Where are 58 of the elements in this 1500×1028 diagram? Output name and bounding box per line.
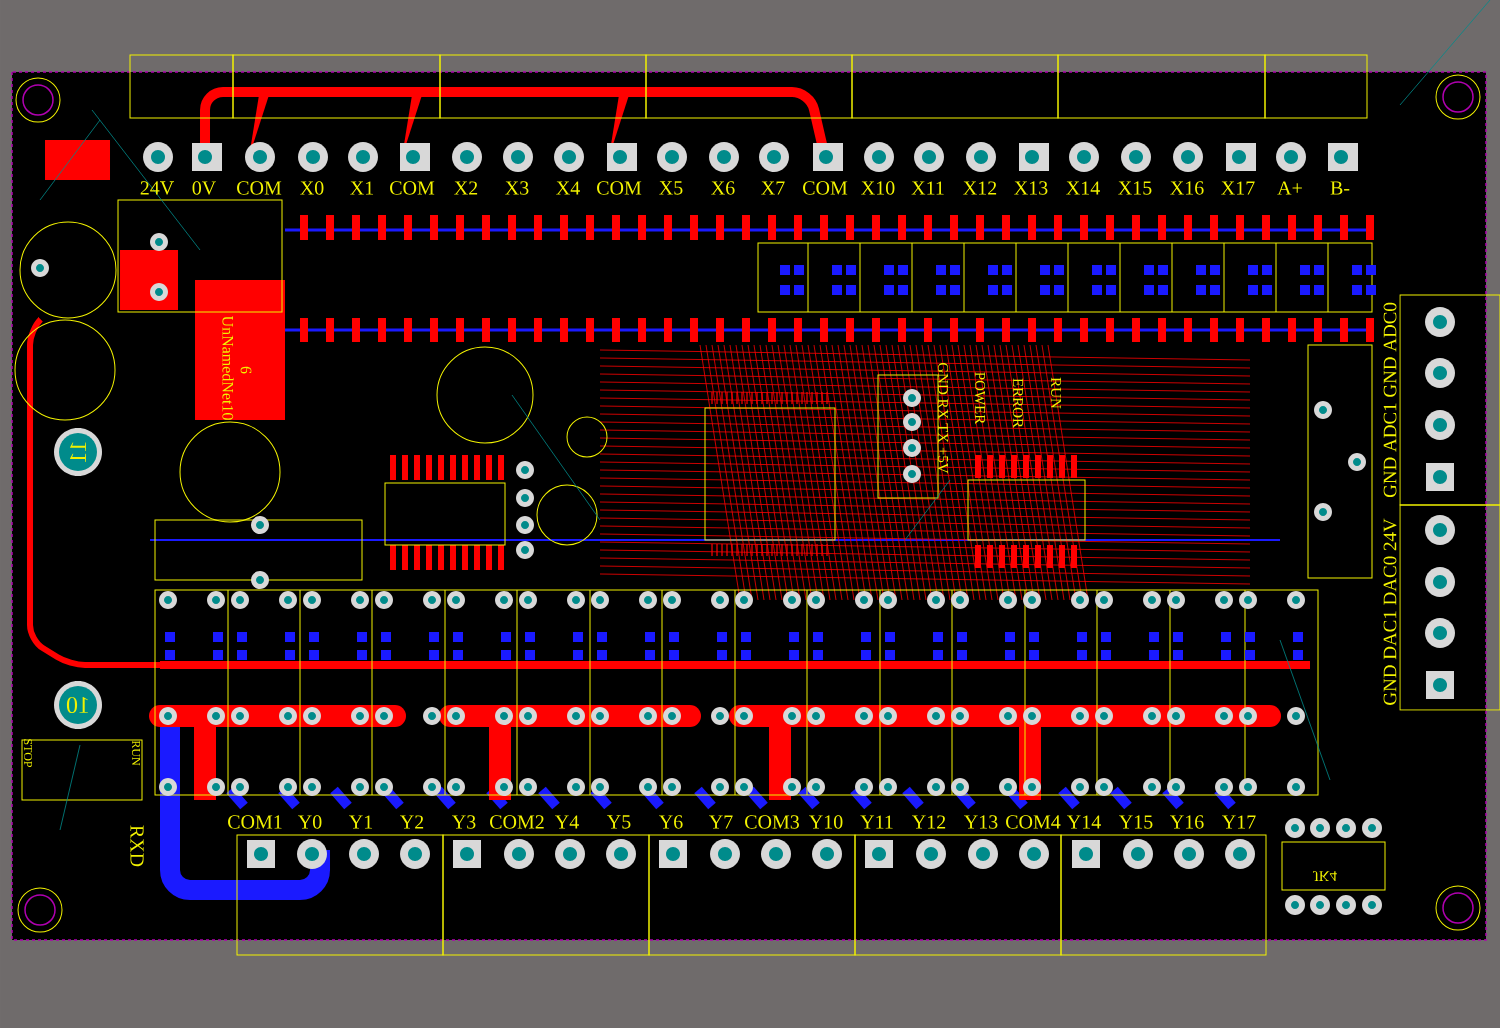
silkscreen-label: COM xyxy=(803,181,848,195)
silkscreen-label: UnNamedNet10 xyxy=(222,315,234,420)
silkscreen-label: A+ xyxy=(1277,181,1302,195)
silkscreen-label: X16 xyxy=(1170,181,1204,195)
silkscreen-label: COM xyxy=(390,181,435,195)
silkscreen-label: COM xyxy=(597,181,642,195)
silkscreen-label: X14 xyxy=(1066,181,1100,195)
silkscreen-label: GND RX TX +5V xyxy=(937,362,949,474)
silkscreen-label: Y12 xyxy=(912,815,946,829)
silkscreen-label: Y17 xyxy=(1222,815,1256,829)
silkscreen-label: POWER xyxy=(974,372,986,425)
silkscreen-label: X12 xyxy=(963,181,997,195)
silkscreen-label: Y1 xyxy=(349,815,373,829)
silkscreen-label: RXD xyxy=(130,825,144,867)
silkscreen-label: JK4 xyxy=(1313,871,1337,881)
silkscreen-label: Y3 xyxy=(452,815,476,829)
silkscreen-label: X7 xyxy=(761,181,785,195)
silkscreen-label: X6 xyxy=(711,181,735,195)
silkscreen-label: Y0 xyxy=(298,815,322,829)
silkscreen-label: STOP xyxy=(24,739,33,768)
silkscreen-label: COM xyxy=(237,181,282,195)
silkscreen-label: Y4 xyxy=(555,815,579,829)
silkscreen-label: X0 xyxy=(300,181,324,195)
silkscreen-label: COM1 xyxy=(228,815,282,829)
silkscreen-label: Y13 xyxy=(964,815,998,829)
silkscreen-label: GND DAC1 DAC0 24V xyxy=(1383,518,1397,705)
silkscreen-label: X15 xyxy=(1118,181,1152,195)
silkscreen-label: 0V xyxy=(192,181,216,195)
silkscreen-label: Y15 xyxy=(1119,815,1153,829)
silkscreen-label: Y10 xyxy=(809,815,843,829)
silkscreen-label: ERROR xyxy=(1012,378,1024,428)
silkscreen-label: Y14 xyxy=(1067,815,1101,829)
silkscreen-label: X17 xyxy=(1221,181,1255,195)
silkscreen-label: 10 xyxy=(66,696,88,714)
silkscreen-label: B- xyxy=(1330,181,1350,195)
silkscreen-label: RUN xyxy=(132,740,140,766)
silkscreen-label: COM2 xyxy=(490,815,544,829)
silkscreen-label: X1 xyxy=(350,181,374,195)
silkscreen-label: GND ADC1 GND ADC0 xyxy=(1383,302,1397,498)
silkscreen-label: Y2 xyxy=(400,815,424,829)
silkscreen-label: COM4 xyxy=(1006,815,1061,829)
silkscreen-label: X4 xyxy=(556,181,580,195)
silkscreen-label: Y6 xyxy=(659,815,683,829)
silkscreen-label: Y16 xyxy=(1170,815,1204,829)
silkscreen-label: COM3 xyxy=(745,815,799,829)
silkscreen-label: Y11 xyxy=(860,815,893,829)
silkscreen-label: X5 xyxy=(659,181,683,195)
silkscreen-label: 24V xyxy=(140,181,174,195)
silkscreen-label: X13 xyxy=(1014,181,1048,195)
silkscreen-label: RUN xyxy=(1051,377,1061,409)
silkscreen-label: X11 xyxy=(911,181,944,195)
silkscreen-label: 11 xyxy=(70,442,86,463)
silkscreen-label: Y5 xyxy=(607,815,631,829)
silkscreen-label: X3 xyxy=(505,181,529,195)
silkscreen-label: X2 xyxy=(454,181,478,195)
silkscreen-label: Y7 xyxy=(709,815,733,829)
silkscreen-label: 6 xyxy=(240,366,252,374)
silkscreen-label: X10 xyxy=(861,181,895,195)
